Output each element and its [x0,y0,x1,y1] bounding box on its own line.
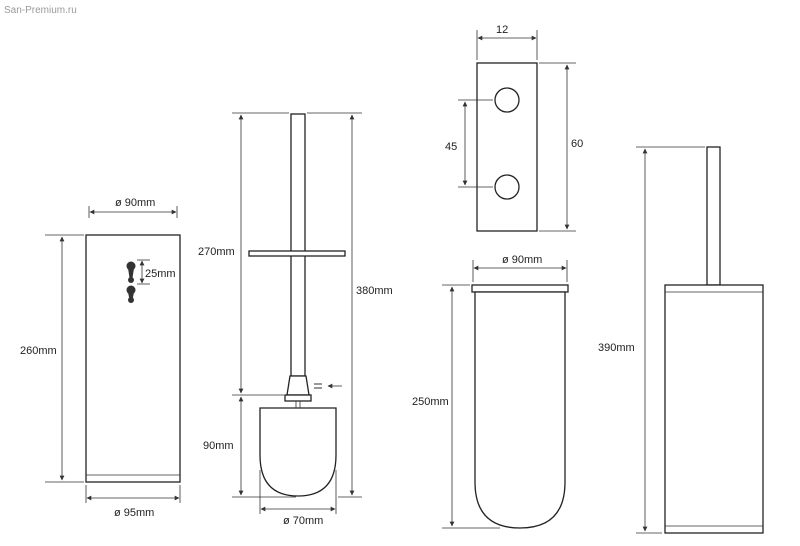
head-width-label: ø 70mm [283,515,323,527]
handle-length-label: 270mm [198,246,235,258]
holder-body [85,234,181,483]
brush-handle [290,113,306,377]
hole-spacing-label: 45 [445,141,457,153]
brush-view: 270mm 380mm 90mm ø 70mm [198,112,393,527]
width-top-label: ø 90mm [115,197,155,209]
hook-spacing-label: 25mm [145,268,176,280]
cup-width-label: ø 90mm [502,254,542,266]
cup-height-label: 250mm [412,396,449,408]
brush-lid-disc [248,250,346,257]
mounting-hole-icon [494,174,520,200]
width-bottom-label: ø 95mm [114,507,154,519]
brush-head [259,407,337,497]
assembly-body [664,284,764,534]
keyhole-hook-icon [126,261,136,283]
assembly-height-label: 390mm [598,342,635,354]
plate-width-label: 12 [496,24,508,36]
cup-body [474,291,566,529]
head-height-label: 90mm [203,440,234,452]
assembly-handle [706,146,721,286]
total-length-label: 380mm [356,285,393,297]
plate-height-label: 60 [571,138,583,150]
holder-front-view: 25mm ø 90mm 260mm ø 95mm [20,197,181,519]
keyhole-hook-icon [126,285,136,303]
cup-rim [471,284,569,293]
watermark-text: San-Premium.ru [4,5,77,16]
height-label: 260mm [20,345,57,357]
brush-collar [286,375,310,396]
cup-view: ø 90mm 250mm [412,254,569,529]
wall-plate-view: 12 45 60 [445,24,583,232]
assembly-view: 390mm [598,146,764,534]
mounting-hole-icon [494,87,520,113]
